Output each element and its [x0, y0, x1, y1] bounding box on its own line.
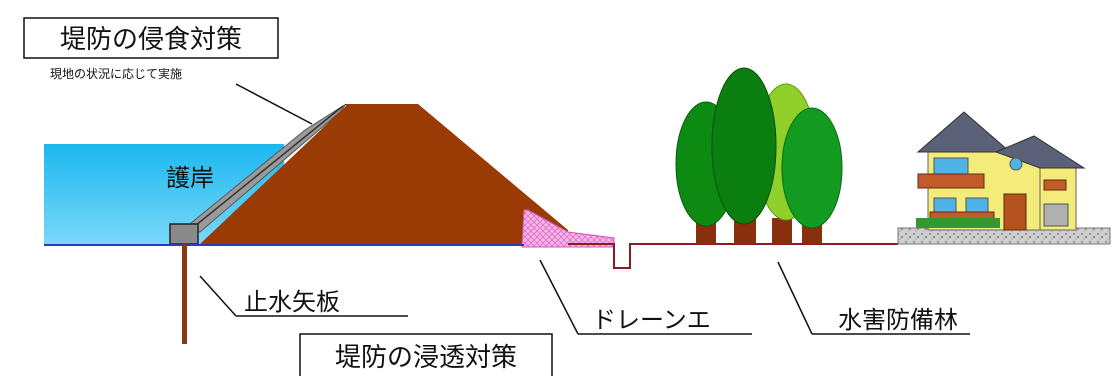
embankment: [200, 104, 568, 244]
tree-icon: [781, 107, 843, 244]
seepage-title-box: [299, 333, 553, 376]
forest-label: 水害防備林: [838, 306, 958, 334]
toe-block: [169, 223, 199, 245]
drain-works: [521, 209, 615, 248]
leader-forest: [777, 261, 813, 335]
leader-erosion-note: [235, 83, 313, 125]
drain-label: ドレーンエ: [592, 306, 711, 334]
erosion-title: 堤防の侵食対策: [60, 25, 242, 55]
sheet-pile: [182, 244, 187, 344]
seepage-title: 堤防の浸透対策: [335, 343, 517, 373]
tree-icon: [711, 67, 777, 244]
ground-line: [568, 243, 898, 269]
house-icon: [916, 111, 1086, 231]
erosion-note: 現地の状況に応じて実施: [50, 66, 182, 81]
revetment-label: 護岸: [166, 164, 214, 192]
leader-drain: [539, 259, 579, 335]
erosion-title-box: [23, 17, 279, 59]
leader-sheet-pile: [199, 275, 237, 317]
revetment-edge: [189, 105, 344, 231]
sheet-pile-label: 止水矢板: [244, 288, 340, 316]
